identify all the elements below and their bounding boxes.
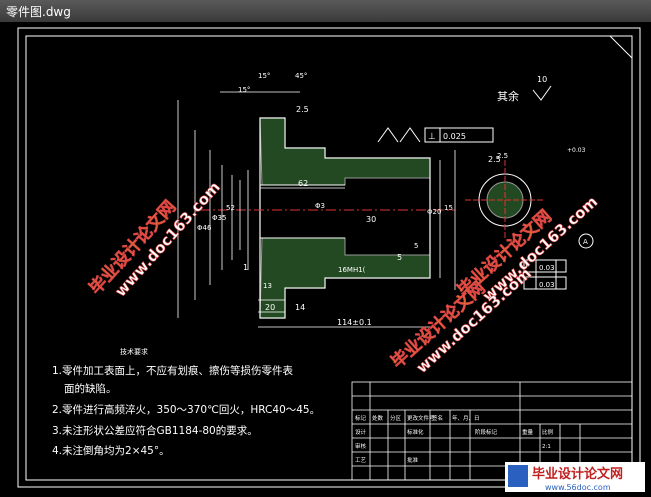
svg-text:www.56doc.com: www.56doc.com [545, 483, 611, 492]
dim-phi3: Φ3 [315, 202, 325, 210]
roughness-3: 5 [397, 253, 402, 262]
dim-1: 1 [243, 263, 248, 272]
window-titlebar: 零件图.dwg [0, 0, 651, 23]
thread-callout: 16MH1( [338, 266, 366, 274]
svg-text:面的缺陷。: 面的缺陷。 [64, 382, 117, 395]
site-logo: 毕业设计论文网 www.56doc.com [505, 462, 645, 492]
svg-text:3.未注形状公差应符合GB1184-80的要求。: 3.未注形状公差应符合GB1184-80的要求。 [52, 424, 258, 437]
dim-52: 52 [226, 204, 235, 212]
surface-symbol: 10 [537, 75, 547, 84]
dim-5: 5 [414, 242, 418, 250]
svg-text:2:1: 2:1 [542, 444, 551, 450]
roughness-1: 2.5 [296, 105, 309, 114]
dim-30b: 30 [366, 215, 376, 224]
dim-phi35: Φ35 [212, 214, 226, 222]
dim-20: 20 [265, 303, 275, 312]
dim-14: 14 [295, 303, 305, 312]
dim-total-length: 114±0.1 [337, 318, 372, 327]
svg-text:0.03: 0.03 [539, 264, 555, 272]
dim-phi20: Φ20 [427, 208, 441, 216]
svg-text:分区: 分区 [390, 414, 402, 422]
svg-text:审核: 审核 [355, 442, 367, 450]
svg-text:0.025: 0.025 [443, 132, 466, 141]
frame-corner [609, 35, 633, 59]
tolerance-frame: ⊥ 0.025 [377, 127, 494, 143]
svg-text:A: A [583, 238, 588, 246]
tech-requirements: 技术要求 1.零件加工表面上，不应有划痕、擦伤等损伤零件表 面的缺陷。 2.零件… [52, 347, 320, 457]
surface-note: 其余 [497, 89, 519, 103]
svg-text:比例: 比例 [542, 428, 554, 436]
spline-section: 2.5 +0.03 [465, 147, 586, 240]
title-block-text: 标记 处数 分区 更改文件号 签名 年、月、日 设计 标准化 阶段标记 重量 比… [355, 414, 554, 464]
svg-text:0.03: 0.03 [539, 281, 555, 289]
svg-text:阶段标记: 阶段标记 [475, 428, 498, 436]
angle-3: 15° [238, 86, 250, 94]
svg-text:重量: 重量 [522, 428, 534, 436]
svg-text:2.5: 2.5 [497, 152, 508, 160]
window-title: 零件图.dwg [6, 5, 71, 19]
roughness-icon [532, 85, 552, 101]
angle-2: 45° [295, 72, 307, 80]
svg-text:工艺: 工艺 [355, 457, 367, 464]
svg-text:设计: 设计 [355, 428, 367, 436]
dim-62: 62 [298, 179, 308, 188]
svg-text:标准化: 标准化 [407, 428, 424, 436]
svg-text:批准: 批准 [407, 456, 419, 464]
watermark-1: 毕业设计论文网 www.doc163.com [85, 178, 224, 301]
dim-13: 13 [263, 282, 272, 290]
cad-drawing: 其余 10 2.5 2.5 5 15° 45° 15° 62 30 20 14 … [17, 27, 645, 492]
roughness-2: 2.5 [488, 155, 501, 164]
tolerance-boxes: 0.03 0.03 A [523, 233, 594, 290]
dim-phi46: Φ46 [197, 224, 212, 232]
svg-text:毕业设计论文网: 毕业设计论文网 [532, 466, 623, 482]
svg-text:签名: 签名 [432, 414, 443, 422]
inner-frame [25, 35, 633, 481]
svg-text:年、月、日: 年、月、日 [452, 414, 480, 422]
svg-text:处数: 处数 [372, 414, 384, 422]
svg-text:1.零件加工表面上，不应有划痕、擦伤等损伤零件表: 1.零件加工表面上，不应有划痕、擦伤等损伤零件表 [52, 364, 294, 377]
svg-text:标记: 标记 [355, 414, 367, 422]
svg-text:2.零件进行高频淬火，350～370℃回火，HRC40～45: 2.零件进行高频淬火，350～370℃回火，HRC40～45。 [52, 403, 320, 416]
outer-frame [17, 27, 641, 488]
svg-text:4.未注倒角均为2×45°。: 4.未注倒角均为2×45°。 [52, 444, 170, 457]
dimension-lines [177, 91, 456, 328]
angle-1: 15° [258, 72, 270, 80]
svg-text:⊥: ⊥ [428, 132, 436, 142]
dim-15: 15 [444, 204, 453, 212]
part-section [200, 117, 455, 319]
svg-text:更改文件号: 更改文件号 [407, 414, 435, 422]
svg-text:+0.03: +0.03 [567, 147, 586, 154]
drawing-canvas[interactable]: 其余 10 2.5 2.5 5 15° 45° 15° 62 30 20 14 … [0, 22, 651, 493]
svg-text:技术要求: 技术要求 [120, 347, 148, 356]
